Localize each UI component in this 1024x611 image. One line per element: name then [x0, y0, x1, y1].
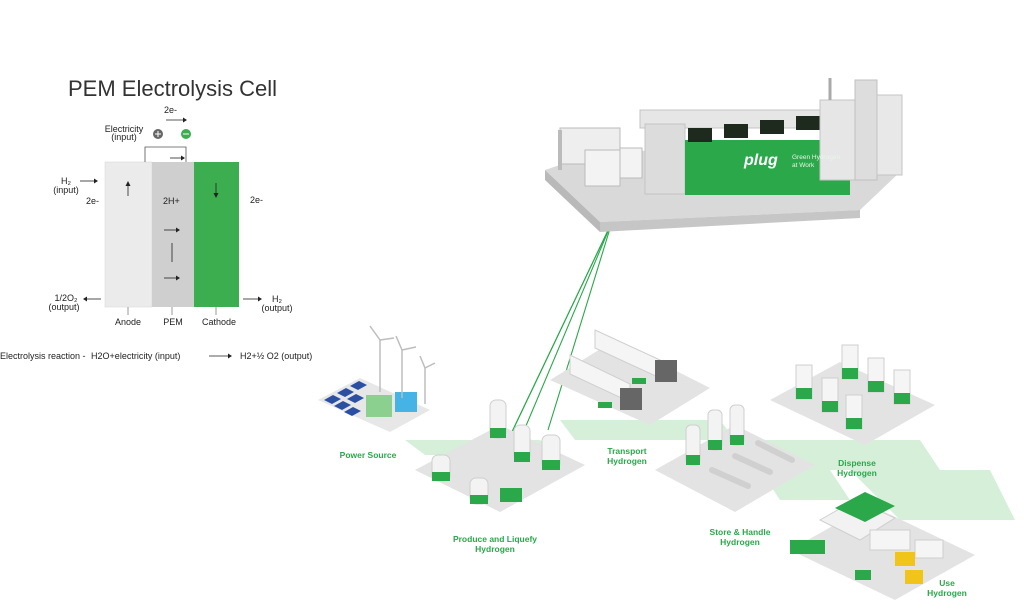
left-electrons-label: 2e- — [86, 196, 100, 206]
cell-title: PEM Electrolysis Cell — [68, 76, 278, 101]
water-icon — [395, 392, 417, 412]
reaction-input: H2O+electricity (input) — [91, 351, 181, 361]
cathode-block — [194, 162, 239, 307]
plant-badge: Green Hydrogen at Work — [792, 154, 840, 170]
use-label-line1: Use — [939, 578, 955, 588]
cathode-label: Cathode — [201, 317, 237, 327]
o2-output-sub-label: (output) — [48, 302, 80, 312]
electricity-sub-label: (input) — [111, 132, 137, 142]
circuit-wire — [144, 146, 187, 162]
h2-input-sub-label: (input) — [53, 185, 79, 195]
dispense-pad — [770, 344, 935, 445]
o2-output-label: 1/2O₂ — [54, 293, 78, 303]
store-label-line2: Hydrogen — [720, 537, 760, 547]
store-label-line1: Store & Handle — [709, 527, 771, 537]
produce-label-line2: Hydrogen — [475, 544, 515, 554]
solar-panel-icon — [324, 381, 367, 416]
cathode-down-arrow-icon — [213, 193, 219, 198]
produce-liquefy-pad — [415, 399, 585, 512]
transport-pad — [550, 329, 710, 425]
use-pad — [790, 492, 975, 600]
reaction-prefix: Electrolysis reaction - — [0, 351, 86, 361]
power-source-pad — [318, 325, 436, 432]
anode-up-arrow-icon — [125, 181, 131, 186]
dispense-label-line1: Dispense — [838, 458, 876, 468]
proton-label: 2H+ — [163, 196, 180, 206]
storage-tank-icon — [431, 399, 561, 505]
pem-block — [152, 162, 194, 307]
store-label: Store & Handle Hydrogen — [695, 527, 785, 547]
electricity-label: Electricity — [104, 124, 144, 134]
truck-icon — [569, 329, 677, 410]
electrolyzer-plant — [545, 78, 903, 232]
proton-arrow-icon-2 — [176, 275, 180, 281]
h2-input-arrow-icon — [94, 178, 98, 184]
facility-icon — [790, 492, 944, 584]
right-electrons-label: 2e- — [250, 195, 264, 205]
h2-output-label: H₂ — [272, 294, 282, 304]
reaction-output: H2+½ O2 (output) — [240, 351, 313, 361]
reaction-line: Electrolysis reaction - H2O+electricity … — [0, 351, 180, 361]
power-source-label: Power Source — [339, 450, 397, 460]
wind-turbine-icon — [369, 325, 436, 404]
h2-input-label: H₂ — [61, 176, 71, 186]
dispense-label: Dispense Hydrogen — [822, 458, 892, 478]
plant-badge-line1: Green Hydrogen — [792, 154, 841, 161]
plant-badge-line2: at Work — [792, 162, 815, 169]
h2-output-sub-label: (output) — [261, 303, 293, 313]
h2-output-arrow-icon — [258, 296, 262, 302]
top-electrons-label: 2e- — [164, 105, 178, 115]
reaction-arrow-icon — [228, 353, 232, 359]
transport-label-line1: Transport — [607, 446, 647, 456]
use-label: Use Hydrogen — [915, 578, 979, 598]
transport-label: Transport Hydrogen — [595, 446, 659, 466]
plug-logo: plug — [744, 152, 778, 169]
pem-label: PEM — [163, 317, 183, 327]
tank-cluster-icon — [685, 404, 795, 489]
forklift-icon — [895, 552, 915, 566]
anode-block — [104, 161, 153, 308]
proton-arrow-icon — [176, 227, 180, 233]
dispenser-icon — [795, 344, 911, 430]
top-electron-arrow-icon — [183, 117, 187, 123]
dispense-label-line2: Hydrogen — [837, 468, 877, 478]
use-label-line2: Hydrogen — [927, 588, 967, 598]
produce-label: Produce and Liquefy Hydrogen — [440, 534, 550, 554]
o2-output-arrow-icon — [83, 296, 87, 302]
anode-label: Anode — [114, 317, 142, 327]
produce-label-line1: Produce and Liquefy — [452, 534, 538, 544]
transport-label-line2: Hydrogen — [607, 456, 647, 466]
store-handle-pad — [655, 404, 815, 512]
